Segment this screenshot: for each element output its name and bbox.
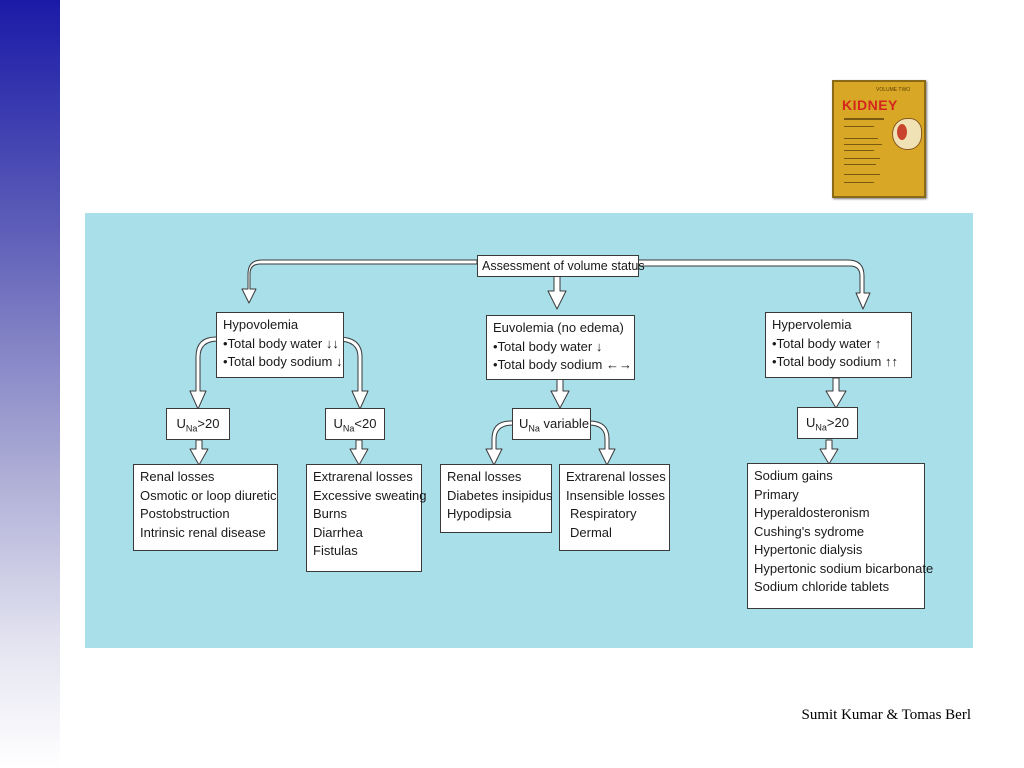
connector-hypo-right bbox=[337, 336, 369, 410]
hypovolemia-sodium: •Total body sodium ↓ bbox=[223, 354, 343, 369]
book-text-line bbox=[844, 126, 874, 127]
book-text-line bbox=[844, 150, 874, 151]
list-item: Cushing's sydrome bbox=[754, 523, 865, 539]
list-item: Sodium gains bbox=[754, 468, 833, 483]
root-box: Assessment of volume status bbox=[477, 255, 645, 277]
connector-variable-left bbox=[485, 420, 514, 466]
una-gt20-right-box: UNa>20 bbox=[797, 407, 858, 439]
list-item: Postobstruction bbox=[140, 506, 230, 521]
una-variable-box: UNa variable bbox=[512, 408, 591, 440]
una-sub: Na bbox=[185, 423, 198, 434]
book-text-line bbox=[844, 164, 876, 165]
list-item: Extrarenal losses bbox=[566, 469, 666, 484]
una-rest: >20 bbox=[826, 415, 849, 430]
book-text-line bbox=[844, 144, 882, 145]
list-item: Hypodipsia bbox=[447, 506, 512, 521]
renal-losses-euvo-box: Renal losses Diabetes insipidus Hypodips… bbox=[440, 464, 553, 533]
list-item: Respiratory bbox=[570, 506, 637, 521]
book-text-line bbox=[844, 138, 878, 139]
hypovolemia-box: Hypovolemia •Total body water ↓↓ •Total … bbox=[216, 312, 344, 378]
author-credit: Sumit Kumar & Tomas Berl bbox=[801, 707, 972, 723]
extrarenal-losses-hypo-box: Extrarenal losses Excessive sweating Bur… bbox=[306, 464, 427, 572]
list-item: Diarrhea bbox=[313, 524, 363, 540]
euvolemia-title: Euvolemia (no edema) bbox=[493, 320, 624, 335]
list-item: Fistulas bbox=[313, 543, 358, 558]
hypervolemia-box: Hypervolemia •Total body water ↑ •Total … bbox=[765, 312, 912, 378]
list-item: Hypertonic sodium bicarbonate bbox=[754, 560, 934, 576]
list-item: Burns bbox=[313, 506, 347, 521]
connector-root-center bbox=[547, 274, 567, 310]
list-item: Intrinsic renal disease bbox=[140, 524, 266, 540]
una-rest: >20 bbox=[197, 416, 220, 431]
connector-hypo-left bbox=[189, 336, 219, 410]
hypovolemia-title: Hypovolemia bbox=[223, 317, 299, 332]
hypovolemia-water: •Total body water ↓↓ bbox=[223, 335, 339, 351]
list-item: Dermal bbox=[570, 524, 612, 540]
hypervolemia-title: Hypervolemia bbox=[772, 317, 852, 332]
list-item: Renal losses bbox=[447, 469, 522, 484]
connector-euvo-down bbox=[550, 377, 570, 409]
flowchart-panel: Assessment of volume status Hypovolemia … bbox=[85, 213, 973, 648]
connector-hyper-down bbox=[825, 377, 847, 409]
una-lt20-box: UNa<20 bbox=[325, 408, 385, 440]
una-u: U bbox=[333, 416, 343, 431]
connector-variable-right bbox=[588, 420, 616, 466]
renal-losses-hypo-box: Renal losses Osmotic or loop diuretic Po… bbox=[133, 464, 278, 551]
root-label: Assessment of volume status bbox=[482, 259, 645, 273]
connector-una-left-down bbox=[189, 439, 209, 466]
hypervolemia-water: •Total body water ↑ bbox=[772, 335, 882, 351]
extrarenal-losses-euvo-box: Extrarenal losses Insensible losses Resp… bbox=[559, 464, 670, 551]
kidney-illustration-inner bbox=[897, 124, 907, 140]
list-item: Insensible losses bbox=[566, 487, 665, 503]
una-rest: <20 bbox=[354, 416, 377, 431]
book-text-line bbox=[844, 174, 880, 175]
book-title: KIDNEY bbox=[842, 97, 898, 113]
book-text-line bbox=[844, 158, 880, 159]
connector-root-left bbox=[241, 259, 478, 304]
side-gradient-bar bbox=[0, 0, 60, 768]
una-sub: Na bbox=[528, 423, 540, 434]
flowchart-arrows bbox=[189, 259, 871, 466]
book-text-line bbox=[844, 182, 874, 183]
list-item: Hypertonic dialysis bbox=[754, 542, 863, 557]
list-item: Renal losses bbox=[140, 469, 215, 484]
una-sub: Na bbox=[815, 422, 827, 433]
list-item: Excessive sweating bbox=[313, 487, 427, 503]
book-volume: VOLUME TWO bbox=[876, 87, 911, 93]
connector-root-right bbox=[637, 259, 871, 310]
list-item: Sodium chloride tablets bbox=[754, 579, 890, 594]
euvolemia-box: Euvolemia (no edema) •Total body water ↓… bbox=[486, 315, 635, 380]
connector-una-lt20-down bbox=[349, 439, 369, 466]
list-item: Primary bbox=[754, 486, 799, 502]
kidney-book-cover: VOLUME TWO KIDNEY bbox=[832, 80, 926, 198]
list-item: Extrarenal losses bbox=[313, 469, 413, 484]
list-item: Hyperaldosteronism bbox=[754, 505, 870, 520]
euvolemia-water: •Total body water ↓ bbox=[493, 338, 603, 354]
sodium-gains-box: Sodium gains Primary Hyperaldosteronism … bbox=[747, 463, 934, 609]
hypervolemia-sodium: •Total body sodium ↑↑ bbox=[772, 354, 898, 369]
una-rest: variable bbox=[539, 416, 590, 431]
una-u: U bbox=[176, 416, 186, 431]
una-sub: Na bbox=[342, 423, 355, 434]
una-gt20-left-box: UNa>20 bbox=[166, 408, 230, 440]
list-item: Diabetes insipidus bbox=[447, 487, 553, 503]
una-u: U bbox=[519, 416, 529, 431]
book-text-line bbox=[844, 118, 884, 120]
una-u: U bbox=[806, 415, 816, 430]
euvolemia-sodium: •Total body sodium ←→ bbox=[493, 357, 632, 372]
list-item: Osmotic or loop diuretic bbox=[140, 487, 277, 503]
connector-una-right-down bbox=[819, 439, 839, 465]
